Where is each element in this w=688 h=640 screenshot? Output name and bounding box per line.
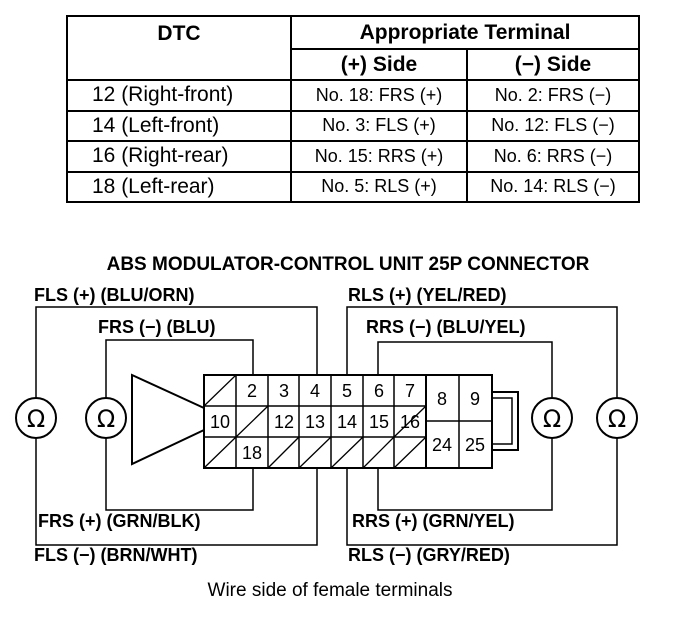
minus-terminal: No. 6: RRS (−): [466, 140, 640, 173]
diagram-title: ABS MODULATOR-CONTROL UNIT 25P CONNECTOR: [107, 254, 590, 275]
plus-terminal: No. 18: FRS (+): [290, 79, 468, 112]
table-row: 16 (Right-rear) No. 15: RRS (+) No. 6: R…: [66, 140, 640, 173]
label-fls-minus: FLS (−) (BRN/WHT): [34, 545, 197, 565]
pin-label: 3: [279, 381, 289, 401]
pin-label: 13: [305, 412, 325, 432]
table-row: 18 (Left-rear) No. 5: RLS (+) No. 14: RL…: [66, 170, 640, 203]
test-leads: [35, 306, 618, 546]
pin-label: 12: [274, 412, 294, 432]
plus-terminal: No. 3: FLS (+): [290, 109, 468, 142]
label-rrs-plus: RRS (+) (GRN/YEL): [352, 511, 515, 531]
diagram-caption: Wire side of female terminals: [208, 580, 453, 601]
header-appropriate-terminal: Appropriate Terminal: [290, 15, 640, 50]
probe-funnel: [131, 373, 205, 466]
pin-label: 15: [369, 412, 389, 432]
minus-terminal: No. 14: RLS (−): [466, 170, 640, 203]
pin-label: 18: [242, 443, 262, 463]
plus-terminal: No. 5: RLS (+): [290, 170, 468, 203]
pin-label: 14: [337, 412, 357, 432]
label-fls-plus: FLS (+) (BLU/ORN): [34, 285, 194, 305]
header-dtc: DTC: [66, 15, 292, 81]
plus-terminal: No. 15: RRS (+): [290, 140, 468, 173]
minus-terminal: No. 12: FLS (−): [466, 109, 640, 142]
ohmmeter-icon: Ω: [596, 397, 638, 439]
table-row: 14 (Left-front) No. 3: FLS (+) No. 12: F…: [66, 109, 640, 142]
pin-label: 8: [437, 389, 447, 409]
pin-label: 10: [210, 412, 230, 432]
ohm-symbol: Ω: [608, 405, 626, 433]
label-rrs-minus: RRS (−) (BLU/YEL): [366, 317, 526, 337]
pin-label: 6: [374, 381, 384, 401]
dtc-code: 16 (Right-rear): [66, 140, 292, 173]
ohmmeter-icon: Ω: [85, 397, 127, 439]
unused-cavity-marks: [203, 374, 427, 469]
ohmmeter-icon: Ω: [531, 397, 573, 439]
dtc-terminal-table: DTC Appropriate Terminal (+) Side (−) Si…: [66, 15, 640, 203]
pin-label: 25: [465, 435, 485, 455]
dtc-code: 18 (Left-rear): [66, 170, 292, 203]
pin-label: 4: [310, 381, 320, 401]
pin-label: 16: [400, 412, 420, 432]
label-rls-minus: RLS (−) (GRY/RED): [348, 545, 510, 565]
pin-label: 9: [470, 389, 480, 409]
pin-label: 5: [342, 381, 352, 401]
header-plus-side: (+) Side: [290, 48, 468, 81]
pin-label: 2: [247, 381, 257, 401]
table-row: 12 (Right-front) No. 18: FRS (+) No. 2: …: [66, 79, 640, 112]
pin-label: 7: [405, 381, 415, 401]
dtc-code: 14 (Left-front): [66, 109, 292, 142]
ohmmeter-icon: Ω: [15, 397, 57, 439]
label-rls-plus: RLS (+) (YEL/RED): [348, 285, 507, 305]
minus-terminal: No. 2: FRS (−): [466, 79, 640, 112]
header-minus-side: (−) Side: [466, 48, 640, 81]
pin-label: 24: [432, 435, 452, 455]
ohm-symbol: Ω: [97, 405, 115, 433]
ohm-symbol: Ω: [543, 405, 561, 433]
label-frs-minus: FRS (−) (BLU): [98, 317, 215, 337]
label-frs-plus: FRS (+) (GRN/BLK): [38, 511, 200, 531]
connector-25p: 2 3 4 5 6 7 8 9 10 12 13 14 15 16 18 24 …: [203, 374, 519, 469]
ohm-symbol: Ω: [27, 405, 45, 433]
